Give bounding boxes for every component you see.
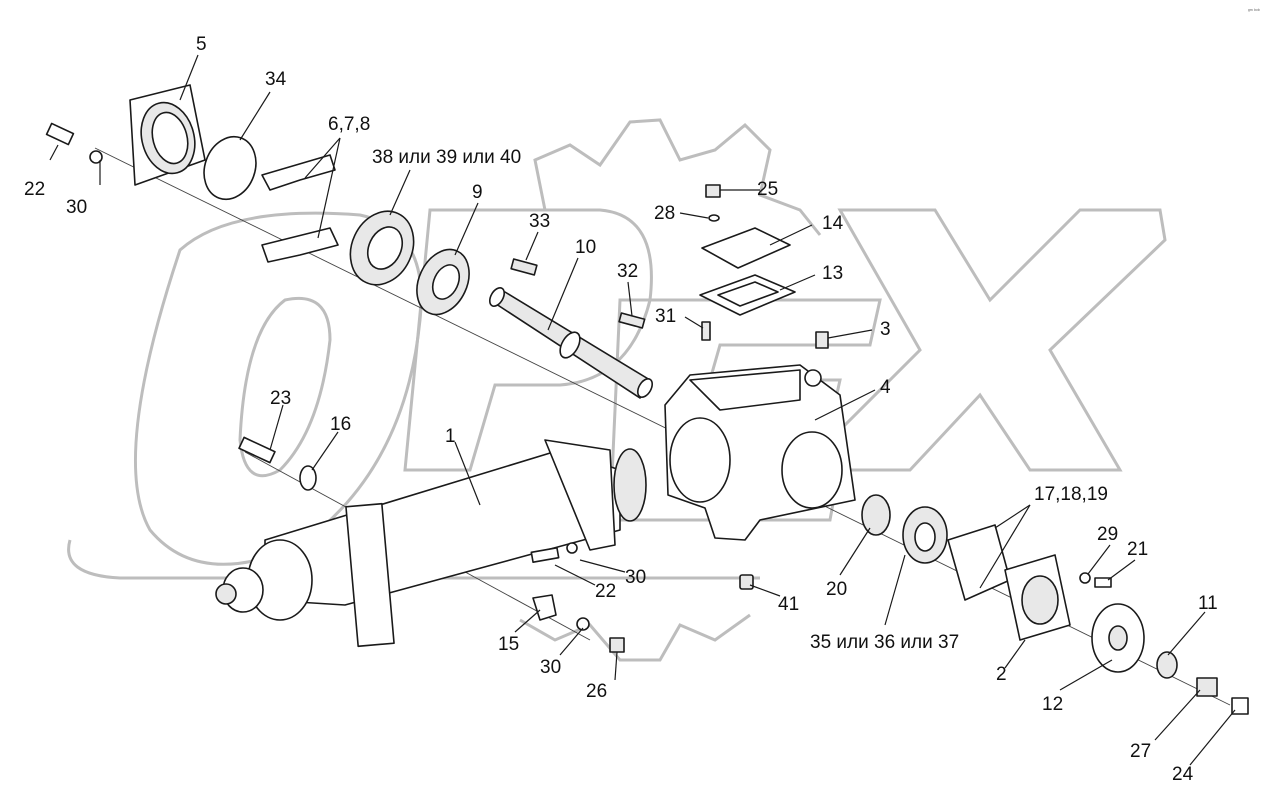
label-part-23: 23 — [270, 388, 291, 409]
shim-part-7 — [261, 227, 339, 263]
label-part-30-mid: 30 — [625, 567, 646, 588]
label-part-14: 14 — [822, 213, 844, 234]
nut-part-26 — [609, 637, 625, 653]
stud-part-31 — [701, 321, 711, 341]
label-part-9: 9 — [472, 182, 483, 203]
gasket-part-13 — [699, 274, 796, 316]
label-part-22-mid: 22 — [595, 581, 616, 602]
label-part-25: 25 — [757, 179, 778, 200]
nut-part-25 — [705, 184, 721, 198]
bolt-part-21 — [1094, 577, 1112, 588]
label-part-13: 13 — [822, 263, 843, 284]
label-part-17-18-19: 17,18,19 — [1034, 484, 1108, 505]
label-part-16: 16 — [330, 414, 351, 435]
bearing-part-38 — [349, 210, 415, 286]
label-part-21: 21 — [1127, 539, 1148, 560]
corner-mark: ᵍᵐ ᵇᵒᵇ — [1248, 8, 1260, 14]
bolt-part-22-lower — [530, 547, 560, 563]
label-part-33: 33 — [529, 211, 550, 232]
watermark-gear — [519, 118, 822, 662]
washer-part-30-lower — [566, 542, 578, 554]
tube-housing-part-1 — [215, 439, 647, 648]
label-part-35-36-37: 35 или 36 или 37 — [810, 632, 959, 653]
label-part-11: 11 — [1198, 593, 1218, 614]
shim-part-6 — [261, 154, 336, 191]
cover-part-14 — [701, 227, 791, 269]
housing-part-4 — [664, 364, 856, 541]
label-part-1: 1 — [445, 426, 456, 447]
label-part-30-bottom: 30 — [540, 657, 561, 678]
bolt-part-23 — [238, 436, 276, 464]
label-part-5: 5 — [196, 34, 207, 55]
label-part-41: 41 — [778, 594, 799, 615]
label-part-34: 34 — [265, 69, 287, 90]
key-part-32 — [618, 312, 646, 329]
washer-part-28 — [708, 214, 720, 222]
label-part-12: 12 — [1042, 694, 1063, 715]
washer-part-29 — [1079, 572, 1091, 584]
washer-part-30-bottom — [576, 617, 590, 631]
label-part-3: 3 — [880, 319, 891, 340]
plug-part-41 — [739, 574, 754, 590]
label-part-31: 31 — [655, 306, 676, 327]
label-part-28: 28 — [654, 203, 675, 224]
bearing-part-35 — [902, 506, 948, 564]
label-part-2: 2 — [996, 664, 1007, 685]
label-part-32: 32 — [617, 261, 638, 282]
cover-part-2 — [1004, 554, 1071, 641]
washer-part-30 — [89, 150, 103, 164]
hub-part-12 — [1091, 603, 1145, 673]
label-part-15: 15 — [498, 634, 519, 655]
label-part-27: 27 — [1130, 741, 1151, 762]
label-part-4: 4 — [880, 377, 891, 398]
breather-part-3 — [815, 331, 829, 349]
label-part-20: 20 — [826, 579, 847, 600]
label-part-22-top: 22 — [24, 179, 45, 200]
gasket-part-17 — [947, 524, 1011, 601]
label-part-38-39-40: 38 или 39 или 40 — [372, 147, 521, 168]
lockplate-part-15 — [532, 594, 557, 621]
nut-part-24 — [1231, 697, 1249, 715]
label-part-6-7-8: 6,7,8 — [328, 114, 370, 135]
leader-lines — [49, 54, 1236, 766]
key-part-33 — [510, 258, 538, 276]
seal-part-9 — [416, 248, 470, 316]
label-part-26: 26 — [586, 681, 607, 702]
label-part-30-top: 30 — [66, 197, 87, 218]
label-part-29: 29 — [1097, 524, 1118, 545]
flange-part-5 — [129, 84, 206, 186]
nut-part-27 — [1196, 677, 1218, 697]
washer-part-11 — [1156, 651, 1178, 679]
bolt-part-22 — [45, 122, 75, 146]
label-part-10: 10 — [575, 237, 596, 258]
washer-part-16 — [299, 465, 317, 491]
label-part-24: 24 — [1172, 764, 1194, 785]
oring-part-34 — [203, 135, 257, 201]
sleeve-part-20 — [861, 494, 891, 536]
shaft-part-10 — [488, 287, 654, 399]
